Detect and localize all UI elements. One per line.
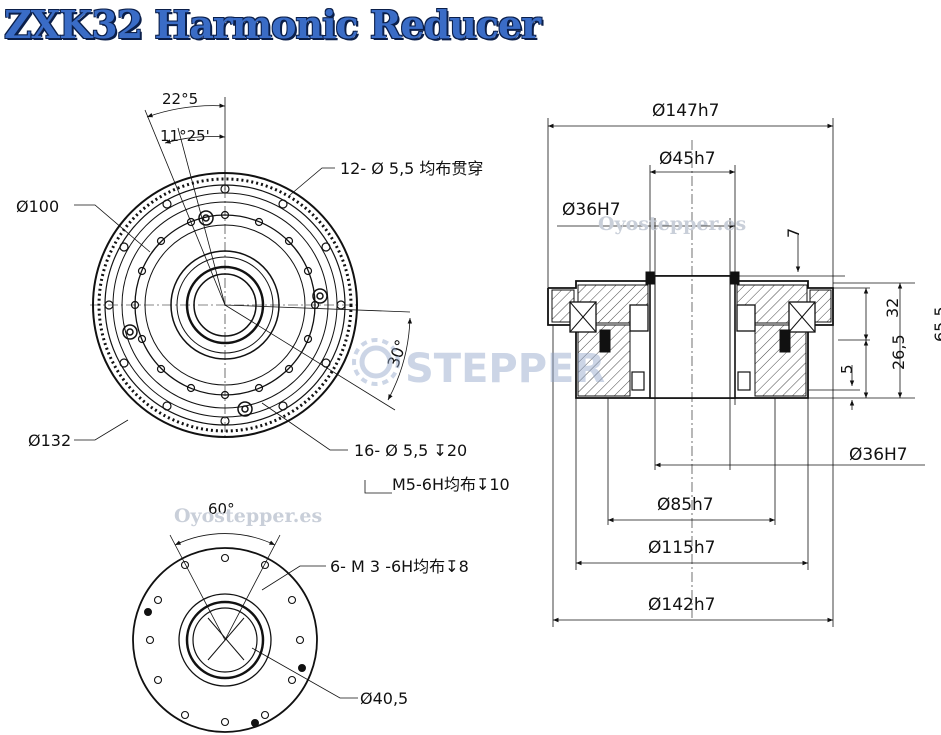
front-view [74, 97, 413, 494]
watermark-logo-text: STEPPER [405, 346, 605, 392]
angle-60-label: 60° [208, 500, 235, 518]
dim-d142-label: Ø142h7 [648, 595, 715, 615]
dim-d147-label: Ø147h7 [652, 101, 719, 121]
front-feature-holes [122, 210, 328, 417]
watermark-site-middle: Oyostepper.es [174, 505, 322, 527]
holes-16-label: 16- Ø 5,5 ↧20 [354, 441, 467, 460]
thread-m5-label: M5-6H均布↧10 [392, 475, 510, 494]
angle-22-5-label: 22°5 [162, 90, 198, 108]
angle-11-25-label: 11°25' [160, 127, 210, 145]
thread-m3-label: 6- M 3 -6H均布↧8 [330, 557, 469, 576]
dim-26-5-label: 26,5 [889, 334, 908, 370]
dim-65-5-label: 65,5 [931, 306, 941, 342]
dim-d85-label: Ø85h7 [657, 495, 714, 515]
watermark-gear-icon [352, 338, 400, 386]
rear-view [132, 533, 358, 733]
dim-d36-top-label: Ø36H7 [562, 200, 621, 220]
page-title: ZXK32 Harmonic Reducer [4, 2, 541, 47]
side-dimensions [547, 118, 925, 627]
rear-holes [145, 553, 305, 727]
dim-d115-label: Ø115h7 [648, 538, 715, 558]
front-inner-holes [130, 210, 320, 400]
watermark-site-top: Oyostepper.es [598, 213, 746, 235]
pcd-100-label: Ø100 [16, 197, 59, 216]
dim-5-label: 5 [838, 364, 856, 374]
side-view [547, 140, 834, 620]
od-132-label: Ø132 [28, 431, 71, 450]
bore-40-5-label: Ø40,5 [360, 689, 408, 708]
thru-holes-label: 12- Ø 5,5 均布贯穿 [340, 159, 483, 178]
dim-d45-label: Ø45h7 [659, 149, 716, 169]
dim-7-label: 7 [784, 228, 803, 238]
dim-d36-bottom-label: Ø36H7 [849, 445, 908, 465]
dim-32-label: 32 [883, 298, 902, 318]
